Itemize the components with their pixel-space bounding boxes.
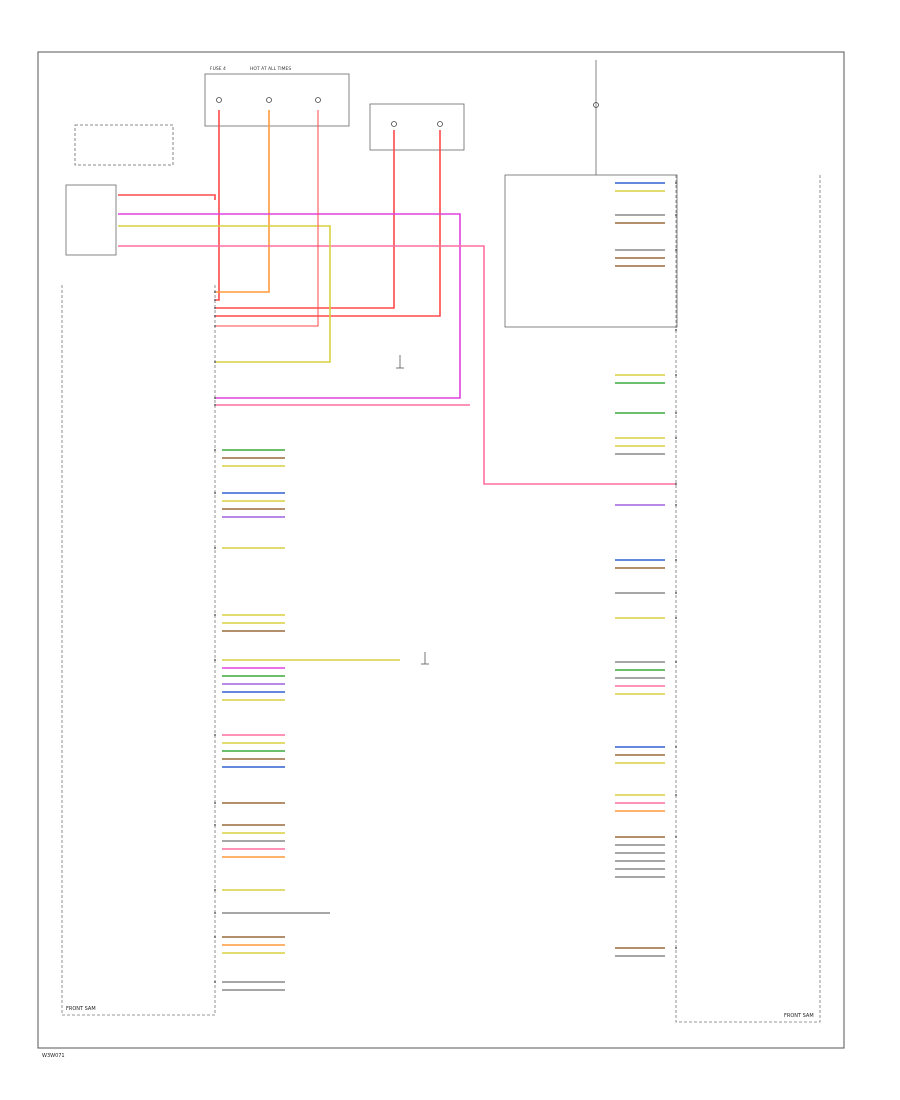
fuse-block-label: FUSE 4	[210, 66, 226, 72]
right-module-outline	[675, 175, 821, 1023]
diagram-frame	[37, 51, 845, 1049]
fuse-box-2	[369, 103, 465, 151]
left-module-label: FRONT SAM	[66, 1006, 96, 1012]
wire-red-1	[215, 110, 220, 301]
left-pins	[214, 291, 216, 983]
wire-yellow	[118, 225, 331, 363]
left-component-box	[74, 124, 174, 166]
right-module-label: FRONT SAM	[784, 1013, 814, 1019]
left-connector-box	[65, 184, 117, 256]
left-module-outline	[61, 285, 216, 1016]
wire-red-2	[215, 130, 395, 309]
fuse-box-1	[204, 73, 350, 127]
right-pins	[675, 182, 677, 949]
wire-magenta	[118, 213, 461, 399]
footer-code: W3W071	[42, 1053, 65, 1059]
wire-group	[118, 110, 676, 485]
wire-red-3	[215, 130, 441, 317]
fuse-caption: HOT AT ALL TIMES	[250, 66, 291, 72]
right-wire-stubs	[615, 182, 665, 957]
right-top-box	[504, 174, 678, 328]
wire-pink	[118, 245, 676, 485]
wire-orange	[215, 110, 270, 293]
wire-red-left	[118, 194, 216, 200]
fuse-symbols	[216, 97, 599, 127]
left-wire-stubs	[222, 449, 400, 991]
ground-symbols	[396, 355, 429, 665]
wire-red-top	[215, 110, 319, 327]
